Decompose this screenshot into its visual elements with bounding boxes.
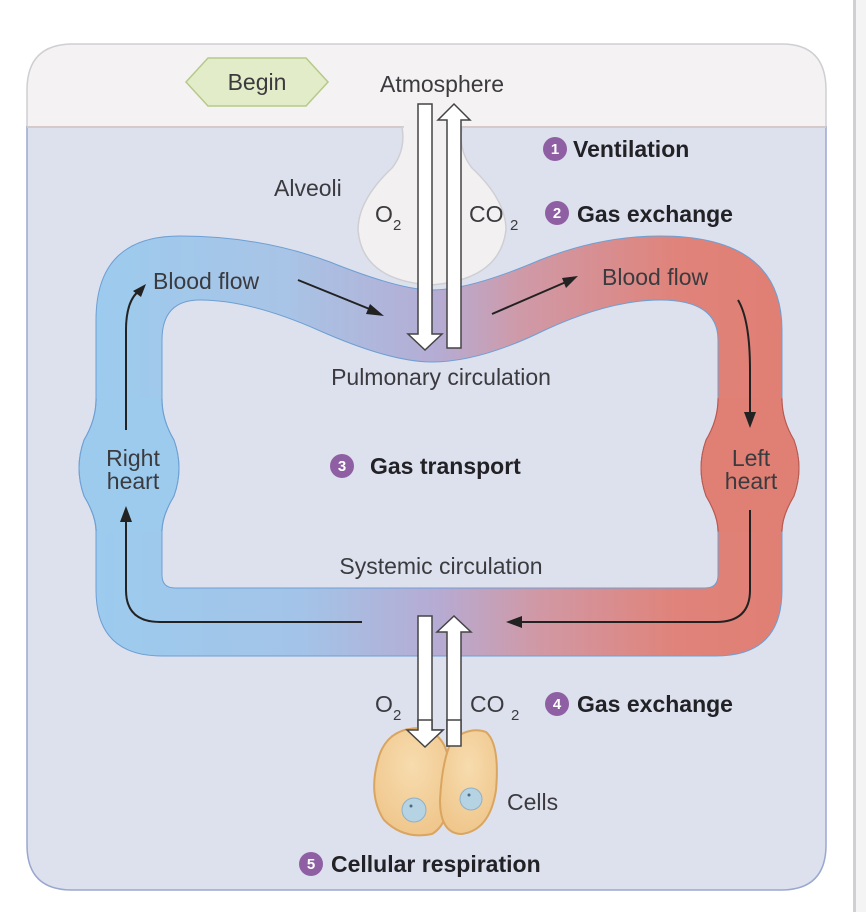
co2-top-label: CO 2 (469, 201, 518, 234)
pulmonary-vessel (95, 235, 783, 441)
pulmonary-circulation-label: Pulmonary circulation (331, 364, 551, 390)
svg-text:Cellular respiration: Cellular respiration (331, 851, 541, 877)
begin-label: Begin (228, 69, 287, 95)
cells-label: Cells (507, 789, 558, 815)
o2-bottom-label: O 2 (375, 691, 401, 724)
svg-text:2: 2 (553, 205, 561, 222)
o2-top-label: O 2 (375, 201, 401, 234)
body-panel (26, 126, 827, 891)
svg-text:5: 5 (307, 856, 315, 873)
scrollbar[interactable] (853, 0, 866, 912)
left-heart-label-1: Left (732, 445, 771, 471)
svg-text:CO: CO (470, 691, 505, 717)
svg-text:CO: CO (469, 201, 504, 227)
nucleus-left (401, 797, 427, 823)
svg-text:2: 2 (393, 707, 401, 724)
svg-text:Gas exchange: Gas exchange (577, 201, 733, 227)
blood-flow-left-label: Blood flow (153, 268, 260, 294)
step-2-gas-exchange: 2 Gas exchange (545, 201, 733, 227)
systemic-vessel (95, 429, 783, 657)
svg-text:1: 1 (551, 141, 559, 158)
svg-text:Gas exchange: Gas exchange (577, 691, 733, 717)
alveoli-label: Alveoli (274, 175, 342, 201)
step-4-gas-exchange: 4 Gas exchange (545, 691, 733, 717)
o2-down-arrow-top (406, 103, 444, 352)
step-badge-icon (299, 852, 323, 876)
blood-flow-right-label: Blood flow (602, 264, 709, 290)
svg-text:O: O (375, 691, 393, 717)
svg-text:Ventilation: Ventilation (573, 136, 689, 162)
step-badge-icon (330, 454, 354, 478)
step-badge-icon (545, 201, 569, 225)
step-3-gas-transport: 3 Gas transport (330, 453, 521, 479)
systemic-circulation-label: Systemic circulation (339, 553, 542, 579)
atmosphere-label: Atmosphere (380, 71, 504, 97)
svg-text:Gas transport: Gas transport (370, 453, 521, 479)
begin-button[interactable]: Begin (184, 57, 330, 107)
arrow-blood-flow-left (297, 279, 373, 311)
svg-text:2: 2 (511, 707, 519, 724)
step-1-ventilation: 1 Ventilation (543, 136, 689, 162)
arrowheads (120, 276, 756, 628)
svg-text:2: 2 (510, 217, 518, 234)
co2-bottom-label: CO 2 (470, 691, 519, 724)
svg-text:4: 4 (553, 696, 562, 713)
co2-up-arrow-top (436, 102, 472, 349)
step-5-cellular-respiration: 5 Cellular respiration (299, 851, 541, 877)
gas-arrows-top (406, 102, 472, 352)
arrow-systemic-left (516, 510, 751, 623)
arrow-blood-flow-right (491, 281, 567, 315)
step-badge-icon (545, 692, 569, 716)
svg-text:3: 3 (338, 458, 346, 475)
svg-text:O: O (375, 201, 393, 227)
cell-right (438, 729, 498, 836)
svg-text:2: 2 (393, 217, 401, 234)
nucleus-right (459, 787, 483, 811)
right-heart-label-1: Right (106, 445, 160, 471)
cells-illustration (373, 719, 498, 837)
arrow-left-heart-down (737, 299, 751, 418)
left-heart-label-2: heart (725, 468, 778, 494)
arrow-systemic-to-right-heart (125, 518, 362, 623)
step-badge-icon (543, 137, 567, 161)
right-heart-label-2: heart (107, 468, 160, 494)
flow-arrows (125, 279, 751, 623)
